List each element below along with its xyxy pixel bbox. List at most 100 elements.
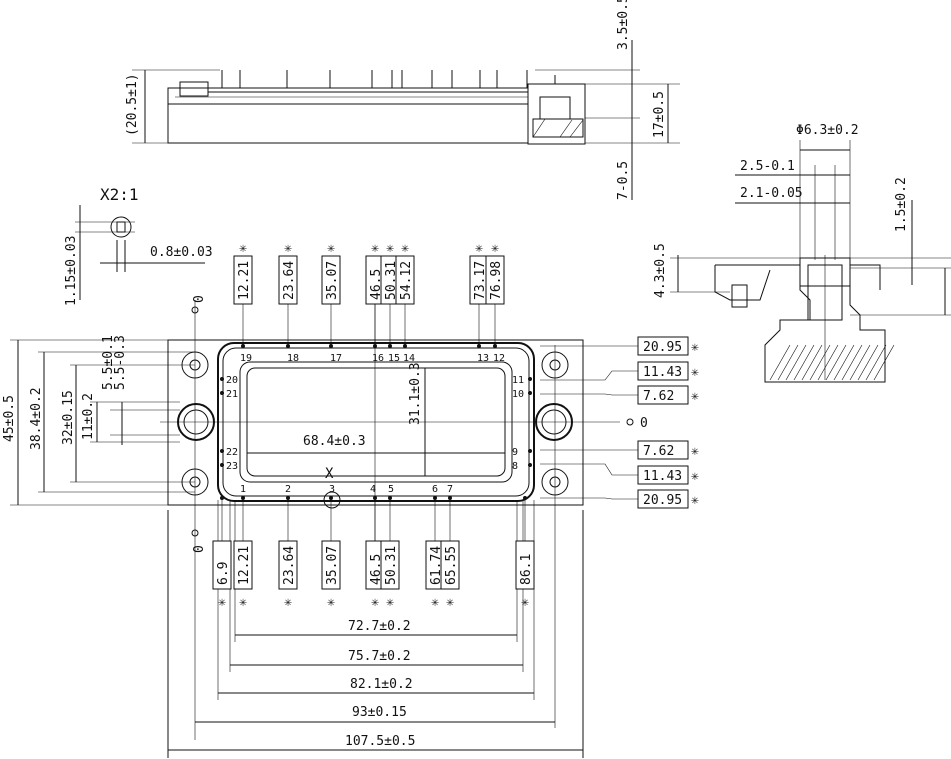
top-pin-7 [493,344,497,348]
bottom-pin-star-8: ✳ [521,595,529,610]
bottom-pin-5 [388,496,392,500]
right-pin-1 [528,391,532,395]
dim-a: 2.5-0.1 [740,159,795,174]
hole-dia-dim: Φ6.3±0.2 [796,123,859,138]
origin-y-label: 0 [640,416,648,431]
top-pin-label-3: 46.5 [369,269,384,300]
hatch-line [817,344,839,381]
top-pin-label-0: 12.21 [237,261,252,300]
top-pin-number-1: 18 [287,353,299,364]
bottom-dim-4: 107.5±0.5 [345,734,415,749]
bottom-pin-label-6: 61.74 [429,546,444,585]
right-pin-label-0: 20.95 [643,340,682,355]
bottom-pin-star-5: ✳ [386,595,394,610]
pin-layer: 12.21✳23.64✳35.07✳46.5✳50.31✳54.12✳73.17… [212,241,699,610]
left-pin-number-3: 23 [226,461,238,472]
hatch-line [769,344,791,381]
hatch-line [873,344,895,381]
bottom-pin-label-3: 35.07 [325,546,340,585]
top-pin-label-4: 50.31 [384,261,399,300]
right-pin-leader-5 [540,497,638,500]
bottom-pin-label-5: 50.31 [384,546,399,585]
top-pin-star-1: ✳ [284,241,292,256]
top-pin-6 [477,344,481,348]
side-view: (20.5±1) 3.5±0.5 17±0.5 7-0.5 [125,0,680,200]
right-pin-leader-1 [540,370,638,381]
left-pin-number-2: 22 [226,447,238,458]
left-pin-0 [220,377,224,381]
top-pin-5 [403,344,407,348]
top-pin-number-0: 19 [240,353,252,364]
top-pin-star-6: ✳ [475,241,483,256]
top-pin-label-1: 23.64 [282,261,297,300]
dim-c: 1.5±0.2 [894,177,909,232]
left-dim-4: 5.5±0.1 [101,335,116,390]
hatch-line [833,344,855,381]
top-pin-star-3: ✳ [371,241,379,256]
bottom-pin-number-0: 1 [240,484,246,495]
side-view-pins [221,70,528,88]
detail-x-title: X2:1 [100,185,139,204]
dim-d: 4.3±0.5 [653,243,668,298]
bottom-pin-label-0: 6.9 [216,562,231,585]
bottom-pin-7 [448,496,452,500]
left-pin-number-1: 21 [226,389,238,400]
right-pin-star-2: ✳ [691,389,699,404]
hatch-line [801,344,823,381]
detail-marker-x: X [325,466,334,482]
right-pin-leader-4 [540,463,638,476]
pin-width-dim: 0.8±0.03 [150,245,213,260]
bottom-pin-1 [241,496,245,500]
top-pin-number-7: 12 [493,353,505,364]
bottom-pin-3 [329,496,333,500]
bottom-pin-star-4: ✳ [371,595,379,610]
bottom-pin-star-2: ✳ [284,595,292,610]
top-pin-label-2: 35.07 [325,261,340,300]
top-pin-number-6: 13 [477,353,489,364]
section-hatching [769,344,895,381]
left-dim-2: 32±0.15 [61,390,76,445]
dim-b: 2.1-0.05 [740,186,803,201]
bottom-pin-label-4: 46.5 [369,554,384,585]
right-pin-3 [528,463,532,467]
main-view: 0 0 0 68.4±0.3 31.1±0.3 X 45±0.5 38.4±0.… [2,241,699,758]
hatch-line [865,344,887,381]
left-pin-1 [220,391,224,395]
right-pin-leader-2 [540,393,638,396]
top-pin-0 [241,344,245,348]
hatch-line [849,344,871,381]
origin-bottom-label: 0 [192,545,207,553]
right-pin-label-3: 7.62 [643,444,674,459]
bottom-pin-0 [220,496,224,500]
bottom-pin-label-2: 23.64 [282,546,297,585]
bottom-pin-star-7: ✳ [446,595,454,610]
hatch-line [777,344,799,381]
right-pin-star-1: ✳ [691,365,699,380]
top-pin-star-5: ✳ [401,241,409,256]
right-pin-number-0: 11 [512,375,524,386]
top-pin-number-4: 15 [388,353,400,364]
right-pin-number-2: 9 [512,447,518,458]
bottom-pin-8 [523,496,527,500]
left-pin-2 [220,449,224,453]
left-pin-3 [220,463,224,467]
right-pin-2 [528,449,532,453]
bottom-dim-1: 75.7±0.2 [348,649,411,664]
bottom-pin-4 [373,496,377,500]
bottom-pin-label-8: 86.1 [519,554,534,585]
origin-x-label: 0 [192,295,207,303]
pin-height-detail: 1.15±0.03 [64,236,79,306]
right-pin-label-2: 7.62 [643,389,674,404]
hatch-line [841,344,863,381]
bottom-pin-number-1: 2 [285,484,291,495]
bottom-pin-label-1: 12.21 [237,546,252,585]
top-pin-number-3: 16 [372,353,384,364]
bottom-pin-number-5: 6 [432,484,438,495]
bottom-pin-label-7: 65.55 [444,546,459,585]
top-pin-star-7: ✳ [491,241,499,256]
bottom-pin-6 [433,496,437,500]
top-pin-2 [329,344,333,348]
hatch-line [857,344,879,381]
top-pin-label-6: 73.17 [473,261,488,300]
bottom-dim-3: 93±0.15 [352,705,407,720]
